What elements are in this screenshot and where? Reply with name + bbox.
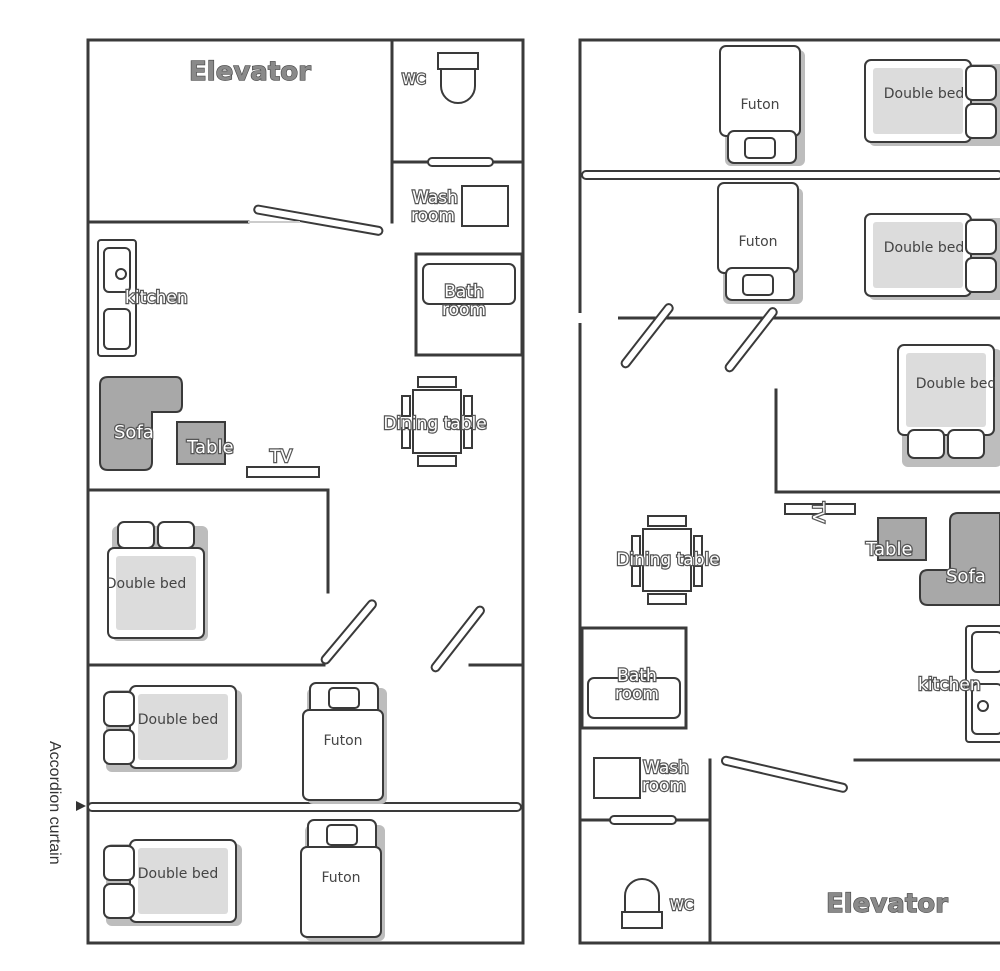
label-futon-right-2: Futon — [738, 234, 777, 250]
label-wc-left: WC — [402, 72, 426, 88]
label-futon-left-2: Futon — [321, 870, 360, 886]
double-bed-left-1 — [107, 521, 208, 641]
label-wash-room-left-2: room — [411, 206, 455, 226]
coffee-table-left — [176, 421, 226, 465]
sofa-right — [919, 512, 1000, 606]
label-table-left: Table — [186, 437, 234, 458]
dining-table-left — [401, 376, 473, 467]
label-double-bed-left-3: Double bed — [138, 866, 218, 882]
label-wash-room-right-2: room — [642, 776, 686, 796]
label-tv-right: TV — [809, 501, 828, 523]
right-divider-1 — [581, 170, 1000, 180]
wash-basin-right — [593, 757, 641, 799]
label-tv-left: TV — [269, 447, 292, 467]
label-wash-room-left-1: Wash — [412, 188, 458, 208]
bath-tub-left — [422, 263, 516, 305]
sofa-left — [99, 376, 183, 471]
label-wc-right: WC — [670, 898, 694, 914]
double-bed-right-3 — [897, 344, 1000, 467]
bedroom-door-left-2 — [430, 605, 485, 673]
label-bath-room-right-1: Bath — [617, 666, 657, 686]
toilet-left — [437, 52, 479, 104]
label-dining-table-right: Dining table — [616, 550, 719, 570]
wc-door-left — [427, 157, 494, 167]
left-floor: Elevator WC Wash room Bath room kitchen … — [46, 38, 525, 945]
label-sofa-right: Sofa — [946, 566, 986, 587]
label-double-bed-right-2: Double bed — [884, 240, 964, 256]
double-bed-right-2 — [864, 213, 1000, 300]
label-double-bed-right-3: Double bed — [916, 376, 996, 392]
label-kitchen-left: kitchen — [125, 288, 188, 308]
label-double-bed-right-1: Double bed — [884, 86, 964, 102]
label-elevator-left: Elevator — [189, 57, 311, 87]
tv-left — [246, 466, 320, 478]
label-futon-right-1: Futon — [740, 97, 779, 113]
bath-tub-right — [587, 677, 681, 719]
dining-table-right — [631, 515, 703, 605]
label-accordion-curtain: Accordion curtain — [46, 741, 63, 865]
bedroom-door-right-2 — [724, 307, 778, 373]
kitchen-counter-left — [97, 239, 137, 357]
wc-door-right — [609, 815, 677, 825]
futon-right-1 — [719, 45, 805, 166]
double-bed-left-2 — [103, 685, 242, 772]
tv-right — [784, 503, 856, 515]
wash-basin-left — [461, 185, 509, 227]
right-floor: Futon Double bed Futon Double bed Double… — [578, 38, 1000, 945]
futon-right-2 — [717, 182, 803, 304]
futon-left-1 — [302, 682, 387, 804]
label-table-right: Table — [865, 539, 913, 560]
label-bath-room-right-2: room — [615, 684, 659, 704]
accordion-curtain — [87, 802, 522, 812]
bedroom-door-right-1 — [620, 303, 674, 369]
bath-room-right — [580, 626, 688, 730]
double-bed-right-1 — [864, 59, 1000, 146]
coffee-table-right — [877, 517, 927, 561]
label-wash-room-right-1: Wash — [643, 758, 689, 778]
kitchen-counter-right — [965, 625, 1000, 743]
label-double-bed-left-1: Double bed — [106, 576, 186, 592]
bedroom-door-left-1 — [320, 599, 377, 665]
double-bed-left-3 — [103, 839, 242, 926]
elevator-door-right — [720, 755, 848, 793]
bath-room-left — [414, 252, 524, 357]
label-kitchen-right: kitchen — [918, 675, 981, 695]
elevator-door-left — [253, 204, 384, 236]
label-elevator-right: Elevator — [826, 889, 948, 919]
futon-left-2 — [300, 819, 385, 941]
label-dining-table-left: Dining table — [383, 414, 486, 434]
label-bath-room-left-1: Bath — [444, 282, 484, 302]
label-futon-left-1: Futon — [323, 733, 362, 749]
label-double-bed-left-2: Double bed — [138, 712, 218, 728]
label-bath-room-left-2: room — [442, 300, 486, 320]
toilet-right — [621, 878, 663, 929]
label-sofa-left: Sofa — [114, 422, 154, 443]
